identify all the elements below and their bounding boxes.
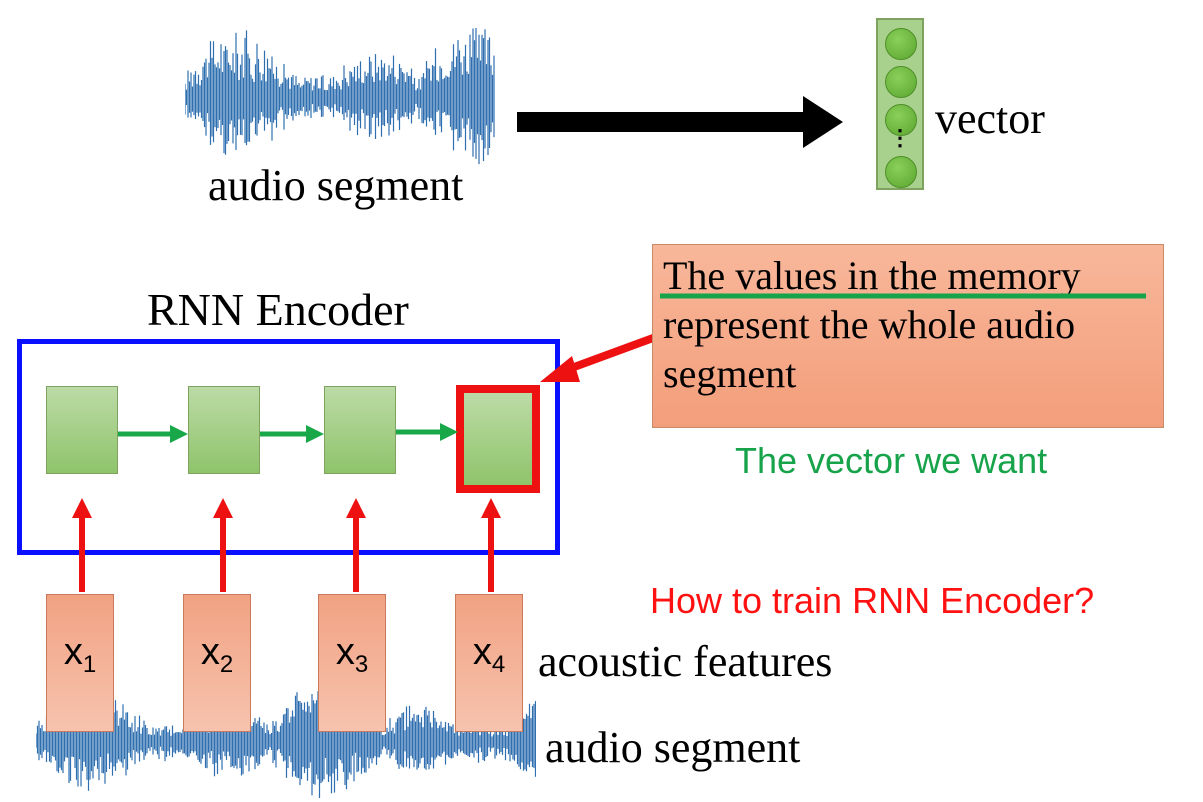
callout-pointer-arrow bbox=[564, 330, 666, 374]
memory-callout: The values in the memory represent the w… bbox=[652, 244, 1164, 428]
input-feature-x1: x1 bbox=[46, 594, 114, 732]
input-label-x1: x1 bbox=[63, 631, 97, 678]
vector-element bbox=[885, 156, 917, 188]
encoder-box bbox=[17, 339, 560, 555]
input-arrow-2-head bbox=[213, 498, 233, 518]
input-label-x4: x4 bbox=[472, 631, 506, 678]
how-to-train-question: How to train RNN Encoder? bbox=[650, 580, 1095, 621]
acoustic-features-label: acoustic features bbox=[538, 637, 833, 686]
vector-element bbox=[885, 28, 917, 60]
input-arrow-3-head bbox=[346, 498, 366, 518]
encoder-title: RNN Encoder bbox=[147, 284, 409, 335]
bottom-waveform-label: audio segment bbox=[545, 723, 801, 772]
last-cell-highlight bbox=[456, 385, 540, 493]
output-vector: ⋮ bbox=[876, 18, 924, 190]
input-label-x3: x3 bbox=[335, 631, 369, 678]
top-waveform bbox=[185, 28, 495, 165]
input-label-x2: x2 bbox=[200, 631, 234, 678]
top-waveform-label: audio segment bbox=[208, 161, 464, 210]
vector-we-want-note: The vector we want bbox=[735, 440, 1048, 481]
vector-element bbox=[885, 66, 917, 98]
callout-text: The values in the memory represent the w… bbox=[663, 253, 1081, 396]
main-arrow bbox=[517, 96, 843, 148]
input-feature-x2: x2 bbox=[183, 594, 251, 732]
rnn-cell-2 bbox=[188, 386, 260, 474]
callout-pointer-arrow-head bbox=[540, 356, 580, 382]
rnn-cell-1 bbox=[46, 386, 118, 474]
rnn-cell-3 bbox=[324, 386, 396, 474]
recurrent-arrow-3-head bbox=[440, 423, 458, 441]
callout-underline bbox=[660, 293, 1146, 299]
input-arrow-1-head bbox=[72, 498, 92, 518]
vector-label: vector bbox=[935, 94, 1045, 143]
rnn-cell-4 bbox=[462, 392, 534, 486]
recurrent-arrow-1-head bbox=[170, 425, 188, 443]
recurrent-arrow-2-head bbox=[306, 425, 324, 443]
input-feature-x3: x3 bbox=[318, 594, 386, 732]
vector-element bbox=[885, 104, 917, 136]
input-feature-x4: x4 bbox=[455, 594, 523, 732]
input-arrow-4-head bbox=[481, 498, 501, 518]
